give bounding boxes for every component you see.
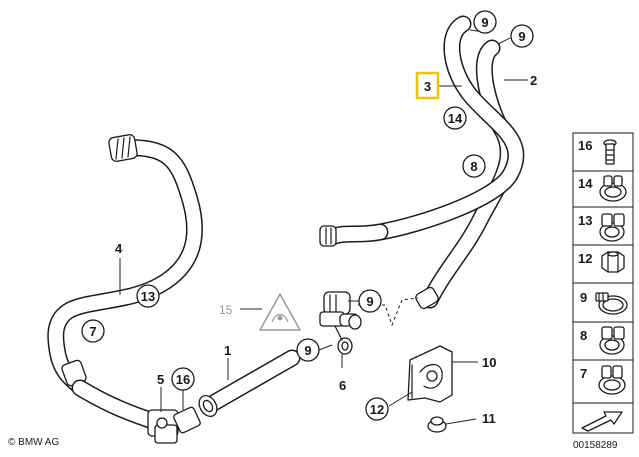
arrow-icon: [581, 411, 623, 432]
copyright-text: © BMW AG: [8, 437, 60, 448]
callout-5[interactable]: 5: [157, 372, 164, 387]
hose-clamp-icon: [599, 213, 625, 242]
callout-11[interactable]: 11: [482, 411, 496, 426]
callout-8[interactable]: 8: [462, 154, 486, 178]
pipe-1[interactable]: [196, 349, 301, 420]
callout-label: 9: [518, 29, 525, 44]
hose-2-end: [415, 286, 439, 310]
legend-label: 16: [578, 138, 592, 153]
callout-label: 5: [157, 372, 164, 387]
legend-label: 7: [580, 366, 587, 381]
callout-label: 1: [224, 343, 231, 358]
bracket-10[interactable]: [407, 345, 453, 403]
callout-label: 12: [370, 402, 384, 417]
callout-label: 13: [141, 289, 155, 304]
callout-label: 9: [481, 15, 488, 30]
callout-10[interactable]: 10: [482, 355, 496, 370]
legend-label: 12: [578, 251, 592, 266]
callout-label: 2: [530, 73, 537, 88]
callout-label: 14: [448, 111, 463, 126]
hose-clamp-icon: [599, 326, 625, 355]
legend-item-13[interactable]: 13: [578, 213, 625, 242]
drawing-number: 00158289: [573, 440, 618, 451]
callout-3-highlighted[interactable]: 3: [415, 71, 440, 100]
callout-label: 9: [304, 343, 311, 358]
callout-label: 6: [339, 378, 346, 393]
callout-label: 8: [470, 159, 477, 174]
callout-15[interactable]: 15: [219, 303, 233, 317]
callout-label: 11: [482, 411, 496, 426]
band-clamp-icon: [595, 292, 628, 315]
callout-12[interactable]: 12: [365, 397, 389, 421]
callout-label: 3: [424, 79, 431, 94]
legend-label: 14: [578, 176, 593, 191]
callout-label: 7: [89, 324, 96, 339]
callout-9-top-left[interactable]: 9: [473, 10, 497, 34]
callout-7[interactable]: 7: [81, 319, 105, 343]
hose-3-connector: [319, 223, 389, 247]
callout-label: 10: [482, 355, 496, 370]
nut-11[interactable]: [427, 416, 447, 433]
callout-16[interactable]: 16: [171, 367, 195, 391]
callout-9-middle[interactable]: 9: [358, 289, 382, 313]
hose-3[interactable]: [371, 15, 525, 241]
callout-4[interactable]: 4: [115, 241, 123, 256]
callout-9-top-right[interactable]: 9: [510, 24, 534, 48]
callout-2[interactable]: 2: [530, 73, 537, 88]
warning-symbol-15: [259, 293, 301, 331]
callout-13[interactable]: 13: [136, 284, 160, 308]
callout-label: 16: [176, 372, 190, 387]
callout-14[interactable]: 14: [443, 106, 467, 130]
callout-6[interactable]: 6: [339, 378, 346, 393]
legend-label: 13: [578, 213, 592, 228]
legend-label: 8: [580, 328, 587, 343]
callout-label: 9: [366, 294, 373, 309]
connector-5[interactable]: [71, 379, 201, 444]
legend-item-8[interactable]: 8: [580, 326, 625, 355]
spring-clamp-icon: [598, 365, 626, 395]
t-piece-6[interactable]: [319, 291, 362, 355]
spring-clamp-icon: [599, 175, 627, 202]
callout-label: 15: [219, 303, 233, 317]
hose-4[interactable]: [47, 134, 204, 394]
legend-item-7[interactable]: 7: [580, 365, 626, 395]
legend-item-16[interactable]: 16: [578, 138, 617, 165]
callout-9-lower[interactable]: 9: [296, 338, 320, 362]
bolt-icon: [603, 139, 617, 165]
legend-item-9[interactable]: 9: [580, 290, 628, 315]
legend-label: 9: [580, 290, 587, 305]
nut-icon: [601, 251, 625, 273]
callout-label: 4: [115, 241, 123, 256]
callout-1[interactable]: 1: [224, 343, 231, 358]
legend-item-14[interactable]: 14: [578, 175, 627, 202]
legend-item-12[interactable]: 12: [578, 251, 625, 273]
